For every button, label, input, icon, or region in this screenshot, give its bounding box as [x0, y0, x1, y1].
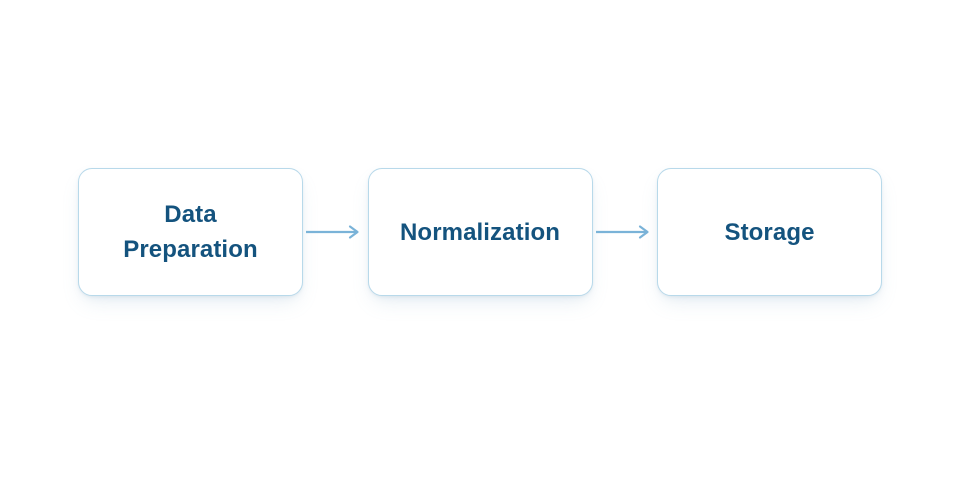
flow-node-data-preparation[interactable]: Data Preparation [78, 168, 303, 296]
flow-node-storage[interactable]: Storage [657, 168, 882, 296]
flow-row: Data Preparation Normalization Storage [78, 168, 882, 296]
flow-connector-normalization-to-storage [593, 222, 656, 242]
flow-connector-data-preparation-to-normalization [304, 222, 367, 242]
flow-node-label: Normalization [400, 218, 560, 246]
flow-node-label: Data Preparation [123, 201, 258, 263]
flow-node-label: Storage [724, 218, 815, 246]
arrow-right-icon [595, 225, 649, 239]
arrow-right-icon [306, 225, 359, 239]
flow-node-normalization[interactable]: Normalization [367, 168, 593, 296]
